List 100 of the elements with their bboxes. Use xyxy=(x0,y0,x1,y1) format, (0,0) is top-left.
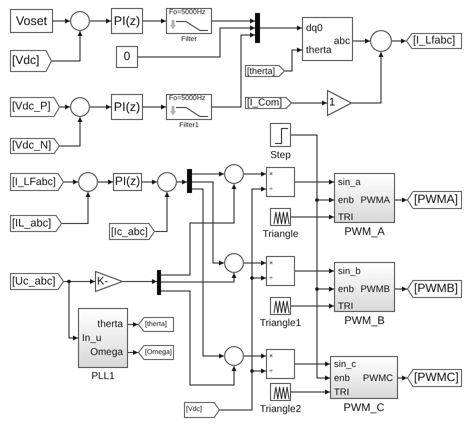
from-tag xyxy=(10,50,52,72)
controller-block xyxy=(111,94,143,120)
sum-circle xyxy=(224,164,244,184)
signal-arrow xyxy=(142,18,166,24)
signal-arrow xyxy=(192,172,224,176)
signal-arrow xyxy=(244,354,266,358)
block-caption: Triangle xyxy=(262,229,298,240)
signal-arrow xyxy=(90,18,112,24)
signal-arrow xyxy=(212,32,256,108)
signal-arrow xyxy=(212,18,256,24)
port-label: In_u xyxy=(82,333,102,344)
signal-arrow xyxy=(290,134,330,380)
port-label: PWMB xyxy=(360,284,390,296)
block-title: 0 xyxy=(124,50,130,64)
goto-tag xyxy=(138,317,174,332)
signal-tag-label: [I_LFabc] xyxy=(12,176,56,188)
gain-triangle xyxy=(327,90,352,116)
constant-block xyxy=(116,46,138,68)
block-title: PI(z) xyxy=(114,175,140,189)
gain-triangle xyxy=(95,271,123,292)
signal-tag-label: [Uc_abc] xyxy=(12,275,56,288)
signal-tag-label: [PWMB] xyxy=(414,282,458,296)
block-caption: Triangle2 xyxy=(260,404,302,416)
signal-arrow xyxy=(192,188,224,358)
sum-circle xyxy=(70,97,90,117)
port-label: abc xyxy=(334,36,350,48)
from-tag xyxy=(10,215,62,232)
from-tag xyxy=(245,97,292,109)
block-caption: PWM_A xyxy=(344,226,385,239)
from-tag xyxy=(10,138,60,154)
goto-tag xyxy=(407,280,462,298)
from-tag xyxy=(245,65,285,77)
goto-tag xyxy=(407,369,462,387)
port-label: therta xyxy=(97,319,123,330)
port-label: therta xyxy=(306,45,332,56)
signal-arrow xyxy=(290,214,334,220)
from-tag xyxy=(10,273,64,290)
signal-arrow xyxy=(220,368,266,410)
port-label: TRI xyxy=(334,388,350,398)
signal-arrow xyxy=(98,180,114,184)
signal-tag-label: [IL_abc] xyxy=(12,217,52,230)
mux-bar xyxy=(187,169,192,193)
signal-arrow xyxy=(244,172,266,176)
port-label: enb xyxy=(338,284,354,296)
signal-arrow xyxy=(142,104,166,110)
product-block xyxy=(266,256,295,286)
controller-block xyxy=(111,8,143,34)
signal-tag-label: [Vdc_N] xyxy=(12,140,52,152)
product-block xyxy=(266,349,295,379)
port-label: enb xyxy=(338,196,354,206)
signal-arrow xyxy=(292,100,328,106)
signal-arrow xyxy=(154,192,170,232)
signal-arrow xyxy=(352,38,370,44)
block-caption: Triangle1 xyxy=(260,318,302,330)
signal-arrow xyxy=(122,279,158,284)
signal-arrow xyxy=(128,322,138,327)
signal-arrow xyxy=(294,362,330,366)
signal-arrow xyxy=(160,290,236,386)
signal-tag-label: [Vdc] xyxy=(12,54,40,68)
signal-arrow xyxy=(294,268,334,274)
signal-arrow xyxy=(64,180,78,184)
signal-arrow xyxy=(398,376,408,380)
signal-tag-label: [therta] xyxy=(247,66,276,76)
sum-circle xyxy=(157,172,177,192)
from-tag xyxy=(184,402,220,418)
signal-tag-label: [Ic_abc] xyxy=(111,225,148,238)
goto-tag xyxy=(407,191,462,209)
port-label: sin_c xyxy=(334,360,356,370)
signal-arrow xyxy=(160,272,236,282)
block-title: Voset xyxy=(16,14,48,28)
signal-arrow xyxy=(128,350,138,355)
signal-tag-label: [Vdc_P] xyxy=(12,100,51,114)
signal-arrow xyxy=(284,48,302,72)
signal-tag-label: [PWMA] xyxy=(414,193,458,207)
signal-arrow xyxy=(52,18,70,24)
port-label: PWMA xyxy=(360,196,390,206)
port-label: sin_a xyxy=(338,178,361,188)
port-label: dq0 xyxy=(306,23,323,34)
signal-tag-label: [PWMC] xyxy=(414,371,459,385)
signal-arrow xyxy=(244,260,266,266)
product-block xyxy=(266,167,295,197)
signal-arrow xyxy=(60,104,70,110)
from-tag xyxy=(109,223,155,240)
signal-arrow xyxy=(142,180,158,184)
port-label: PWMC xyxy=(362,374,393,384)
from-tag xyxy=(10,97,60,117)
sum-circle xyxy=(224,253,244,273)
port-label: Omega xyxy=(90,347,123,358)
port-label: TRI xyxy=(338,212,354,224)
sum-circle xyxy=(370,30,392,52)
signal-arrow xyxy=(62,192,90,224)
signal-arrow xyxy=(294,180,334,184)
gain-value: K- xyxy=(97,275,108,288)
block-caption: Step xyxy=(270,150,291,162)
signal-arrow xyxy=(60,116,82,146)
signal-tag-label: [I_Com] xyxy=(247,97,282,109)
block-caption: PWM_B xyxy=(344,315,385,328)
signal-arrow xyxy=(290,390,330,394)
signal-arrow xyxy=(64,281,78,340)
signal-arrow xyxy=(352,52,384,104)
